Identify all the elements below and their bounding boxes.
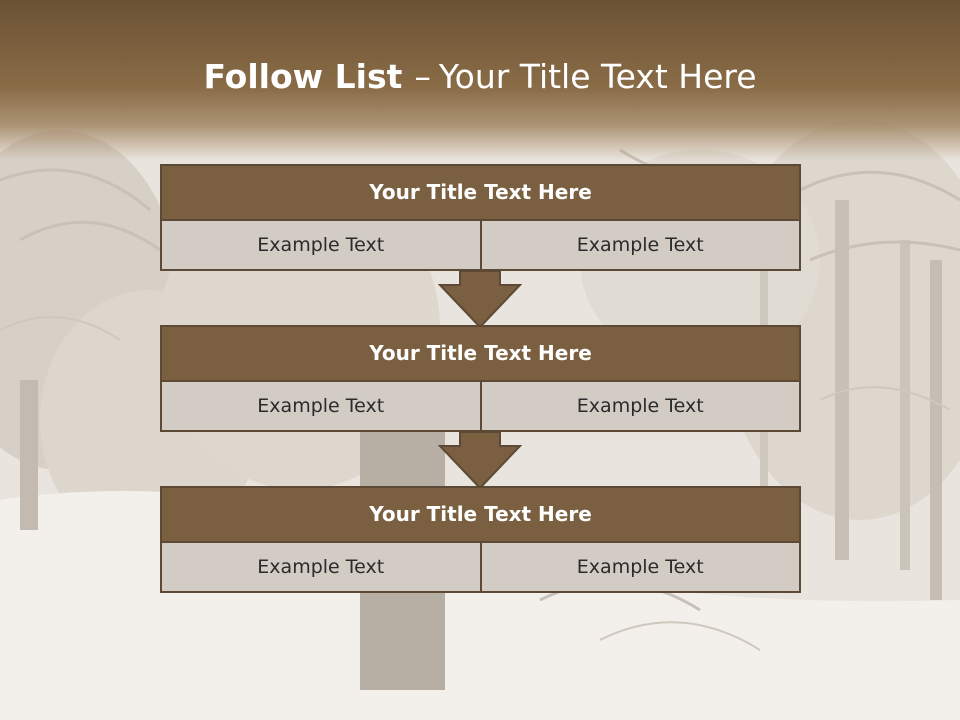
title-bar bbox=[0, 0, 960, 160]
block-title-2: Your Title Text Here bbox=[160, 325, 801, 382]
title-separator: – bbox=[414, 57, 431, 96]
block-3-right-cell: Example Text bbox=[481, 543, 801, 593]
block-2-right-cell: Example Text bbox=[481, 382, 801, 432]
down-arrow-icon bbox=[438, 271, 522, 329]
slide-title: Follow List–Your Title Text Here bbox=[0, 52, 960, 102]
block-2-left-cell: Example Text bbox=[160, 382, 482, 432]
block-3-left-cell: Example Text bbox=[160, 543, 482, 593]
block-row-2: Example Text Example Text bbox=[160, 382, 801, 432]
title-bold-text: Follow List bbox=[203, 57, 403, 96]
block-1-left-cell: Example Text bbox=[160, 221, 482, 271]
block-row-1: Example Text Example Text bbox=[160, 221, 801, 271]
title-rest-text: Your Title Text Here bbox=[438, 57, 757, 96]
block-title-3: Your Title Text Here bbox=[160, 486, 801, 543]
down-arrow-icon bbox=[438, 432, 522, 490]
block-1-right-cell: Example Text bbox=[481, 221, 801, 271]
list-block-3: Your Title Text Here Example Text Exampl… bbox=[160, 486, 801, 593]
block-row-3: Example Text Example Text bbox=[160, 543, 801, 593]
block-title-1: Your Title Text Here bbox=[160, 164, 801, 221]
list-block-2: Your Title Text Here Example Text Exampl… bbox=[160, 325, 801, 432]
list-block-1: Your Title Text Here Example Text Exampl… bbox=[160, 164, 801, 271]
